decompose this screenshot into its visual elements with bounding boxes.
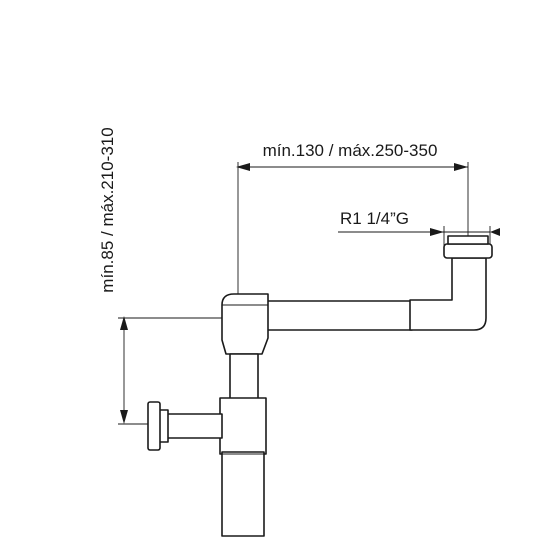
top-connector-nut	[443, 243, 493, 259]
thread-dimension-label: R1 1/4”G	[340, 209, 409, 228]
height-arrow-bottom	[120, 410, 128, 424]
right-elbow	[409, 257, 487, 331]
side-inlet-pipe	[165, 413, 223, 439]
width-arrow-right	[454, 163, 468, 171]
width-dimension-label: mín.130 / máx.250-350	[263, 141, 438, 160]
bottle-trap-lower	[221, 451, 265, 537]
thread-arrow-right	[490, 228, 500, 236]
vertical-pipe	[229, 353, 259, 401]
height-dimension-label: mín.85 / máx.210-310	[98, 127, 117, 292]
height-dimension: mín.85 / máx.210-310	[98, 127, 236, 425]
thread-dimension: R1 1/4”G	[338, 209, 500, 246]
left-elbow-block	[221, 293, 269, 355]
width-arrow-left	[236, 163, 250, 171]
top-connector-thread	[447, 235, 489, 245]
siphon-assembly	[147, 235, 493, 537]
height-arrow-top	[120, 316, 128, 330]
wall-flange	[147, 401, 161, 451]
bottle-trap-upper	[219, 397, 267, 455]
width-dimension: mín.130 / máx.250-350	[236, 141, 469, 318]
horizontal-pipe	[265, 300, 413, 331]
thread-arrow-left	[430, 228, 444, 236]
